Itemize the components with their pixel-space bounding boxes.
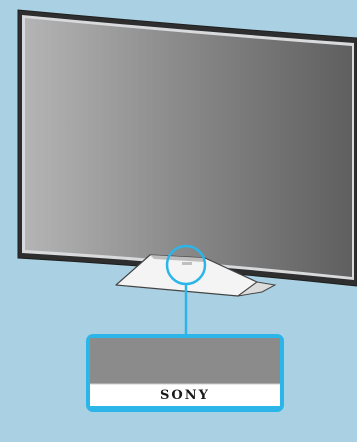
tv-stand-foot: [237, 281, 277, 297]
tv-logo-mark: [182, 262, 192, 265]
sony-logo-text: SONY: [160, 387, 210, 403]
tv-stand-neck: [150, 255, 205, 262]
zoom-callout: [86, 334, 284, 412]
tv-screen: [25, 18, 352, 277]
